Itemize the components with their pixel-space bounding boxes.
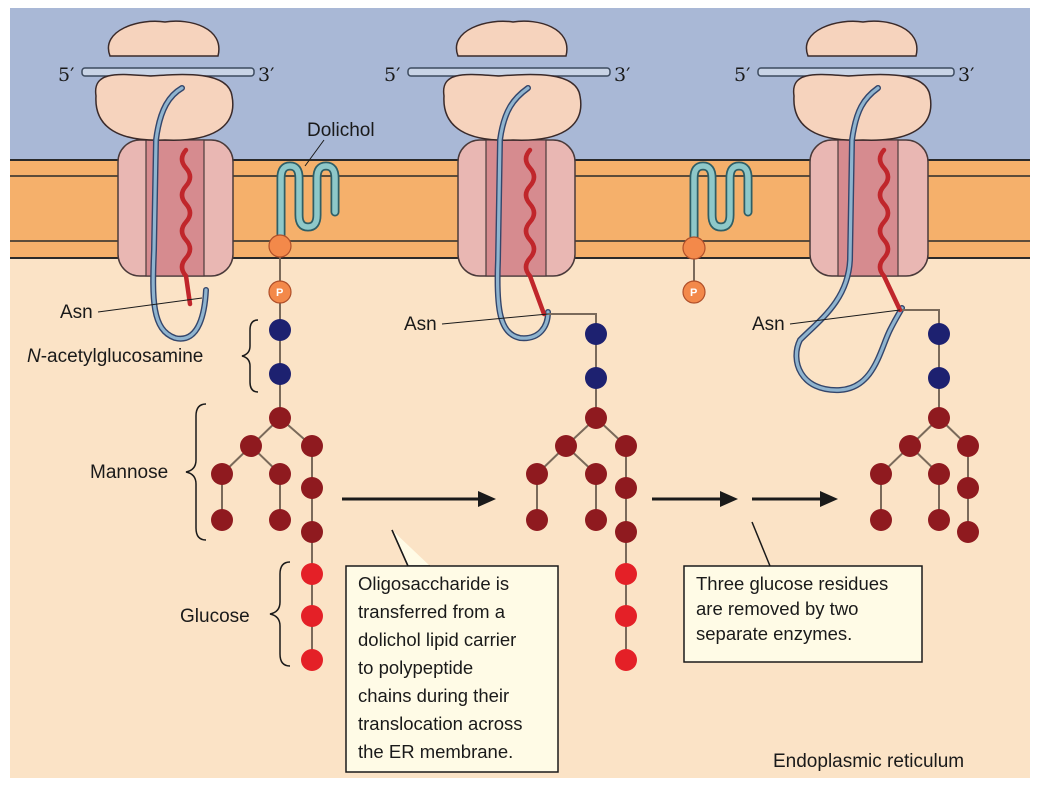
mannose-residue bbox=[957, 477, 979, 499]
three-prime-label: 3′ bbox=[258, 64, 274, 86]
mannose-residue bbox=[301, 435, 323, 457]
mannose-residue bbox=[870, 509, 892, 531]
phosphate-2a bbox=[683, 237, 705, 259]
translocon-channel-1 bbox=[118, 140, 233, 276]
asn-label-1: Asn bbox=[60, 302, 93, 323]
mannose-residue bbox=[211, 463, 233, 485]
mannose-residue bbox=[269, 407, 291, 429]
three-prime-label: 3′ bbox=[614, 64, 630, 86]
mannose-residue bbox=[957, 435, 979, 457]
five-prime-label: 5′ bbox=[384, 64, 400, 86]
glucose-residue bbox=[301, 605, 323, 627]
translocon-channel-2 bbox=[458, 140, 575, 276]
mannose-residue bbox=[928, 463, 950, 485]
mannose-residue bbox=[615, 435, 637, 457]
asn-label-2: Asn bbox=[404, 314, 437, 335]
ribosome-2 bbox=[444, 21, 581, 140]
mannose-residue bbox=[301, 477, 323, 499]
glcnac-residue bbox=[928, 323, 950, 345]
note-line: Oligosaccharide is bbox=[358, 573, 509, 594]
glucose-residue bbox=[615, 563, 637, 585]
n-acetylglucosamine-label: N-acetylglucosamine bbox=[27, 346, 203, 367]
mannose-residue bbox=[585, 463, 607, 485]
mannose-residue bbox=[269, 463, 291, 485]
mannose-residue bbox=[301, 521, 323, 543]
mannose-residue bbox=[585, 407, 607, 429]
mannose-residue bbox=[899, 435, 921, 457]
glcnac-residue bbox=[269, 363, 291, 385]
note-line: chains during their bbox=[358, 685, 509, 706]
glucose-label: Glucose bbox=[180, 606, 250, 627]
mannose-residue bbox=[526, 463, 548, 485]
glcnac-residue bbox=[585, 367, 607, 389]
phosphate-label: P bbox=[690, 287, 697, 299]
transfer-note: Oligosaccharide is transferred from a doli… bbox=[346, 530, 558, 772]
note-line: to polypeptide bbox=[358, 657, 473, 678]
five-prime-label: 5′ bbox=[734, 64, 750, 86]
dolichol-label: Dolichol bbox=[307, 120, 375, 141]
note-line: translocation across bbox=[358, 713, 523, 734]
mannose-residue bbox=[928, 407, 950, 429]
note-line: separate enzymes. bbox=[696, 623, 852, 644]
note-line: the ER membrane. bbox=[358, 741, 513, 762]
asn-label-3: Asn bbox=[752, 314, 785, 335]
glucose-residue bbox=[615, 649, 637, 671]
phosphate-1a bbox=[269, 235, 291, 257]
mannose-residue bbox=[211, 509, 233, 531]
phosphate-label: P bbox=[276, 287, 283, 299]
mannose-residue bbox=[269, 509, 291, 531]
three-prime-label: 3′ bbox=[958, 64, 974, 86]
glcnac-residue bbox=[269, 319, 291, 341]
translocon-channel-3 bbox=[810, 140, 928, 276]
mannose-residue bbox=[957, 521, 979, 543]
glucose-residue bbox=[301, 649, 323, 671]
mannose-label: Mannose bbox=[90, 462, 168, 483]
note-line: are removed by two bbox=[696, 598, 858, 619]
mannose-residue bbox=[928, 509, 950, 531]
five-prime-label: 5′ bbox=[58, 64, 74, 86]
mannose-residue bbox=[615, 521, 637, 543]
glucose-residue bbox=[615, 605, 637, 627]
ribosome-1 bbox=[96, 21, 233, 140]
endoplasmic-reticulum-label: Endoplasmic reticulum bbox=[773, 751, 964, 772]
mannose-residue bbox=[526, 509, 548, 531]
mannose-residue bbox=[615, 477, 637, 499]
glucose-residue bbox=[301, 563, 323, 585]
mannose-residue bbox=[555, 435, 577, 457]
note-line: transferred from a bbox=[358, 601, 506, 622]
glcnac-residue bbox=[928, 367, 950, 389]
mannose-residue bbox=[240, 435, 262, 457]
note-line: dolichol lipid carrier bbox=[358, 629, 516, 650]
mannose-residue bbox=[870, 463, 892, 485]
glcnac-residue bbox=[585, 323, 607, 345]
note-line: Three glucose residues bbox=[696, 573, 888, 594]
mannose-residue bbox=[585, 509, 607, 531]
ribosome-3 bbox=[794, 21, 931, 140]
